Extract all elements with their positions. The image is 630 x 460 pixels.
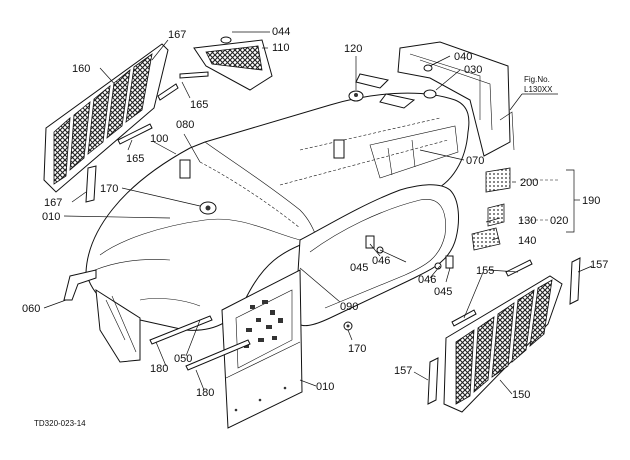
decal-labels <box>471 167 511 251</box>
leader-lines <box>43 31 593 395</box>
small-parts-120 <box>348 73 437 109</box>
callout-157-left: 157 <box>394 365 412 377</box>
seal-strips <box>85 71 209 203</box>
seal-strips-right <box>427 257 581 405</box>
fig-no-label: Fig.No. <box>524 75 550 84</box>
grille-160 <box>43 43 169 193</box>
callout-010-left: 010 <box>42 211 60 223</box>
front-lower-panel <box>95 289 141 363</box>
callout-046-right: 046 <box>418 274 436 286</box>
callout-030: 030 <box>464 64 482 76</box>
callout-040: 040 <box>454 51 472 63</box>
callout-020: 020 <box>550 215 568 227</box>
callout-010-bottom: 010 <box>316 381 334 393</box>
callout-190: 190 <box>582 195 600 207</box>
callout-180-left: 180 <box>150 363 168 375</box>
callout-110: 110 <box>272 42 290 54</box>
callout-140: 140 <box>518 235 536 247</box>
callout-046-left: 046 <box>372 255 390 267</box>
part-060 <box>63 269 97 301</box>
callout-157-right: 157 <box>590 259 608 271</box>
drawing-code: TD320-023-14 <box>34 419 86 428</box>
bracket-assembly <box>397 41 515 157</box>
callout-060: 060 <box>22 303 40 315</box>
callout-090: 090 <box>340 301 358 313</box>
callout-labels: 044 110 167 160 165 100 080 165 170 167 … <box>22 26 608 401</box>
callout-160: 160 <box>72 63 90 75</box>
callout-045-right: 045 <box>434 286 452 298</box>
callout-100: 100 <box>150 133 168 145</box>
callout-167-left: 167 <box>44 197 62 209</box>
callout-130: 130 <box>518 215 536 227</box>
callout-180-bottom: 180 <box>196 387 214 399</box>
callout-170-top: 170 <box>100 183 118 195</box>
callout-150: 150 <box>512 389 530 401</box>
fig-no-value: L130XX <box>524 85 553 94</box>
hardware <box>179 139 454 331</box>
callout-070: 070 <box>466 155 484 167</box>
callout-165-top: 165 <box>190 99 208 111</box>
callout-050: 050 <box>174 353 192 365</box>
callout-170-bottom: 170 <box>348 343 366 355</box>
callout-165-mid: 165 <box>126 153 144 165</box>
hood-body <box>85 92 470 331</box>
figure-id: Fig.No. L130XX TD320-023-14 <box>34 75 553 428</box>
callout-200: 200 <box>520 177 538 189</box>
callout-044: 044 <box>272 26 290 38</box>
callout-120: 120 <box>344 43 362 55</box>
callout-155: 155 <box>476 265 494 277</box>
grille-150 <box>443 275 563 413</box>
callout-045-left: 045 <box>350 262 368 274</box>
callout-080: 080 <box>176 119 194 131</box>
strips-180 <box>149 315 251 371</box>
callout-167-top: 167 <box>168 29 186 41</box>
vent-cover-110 <box>193 36 273 91</box>
